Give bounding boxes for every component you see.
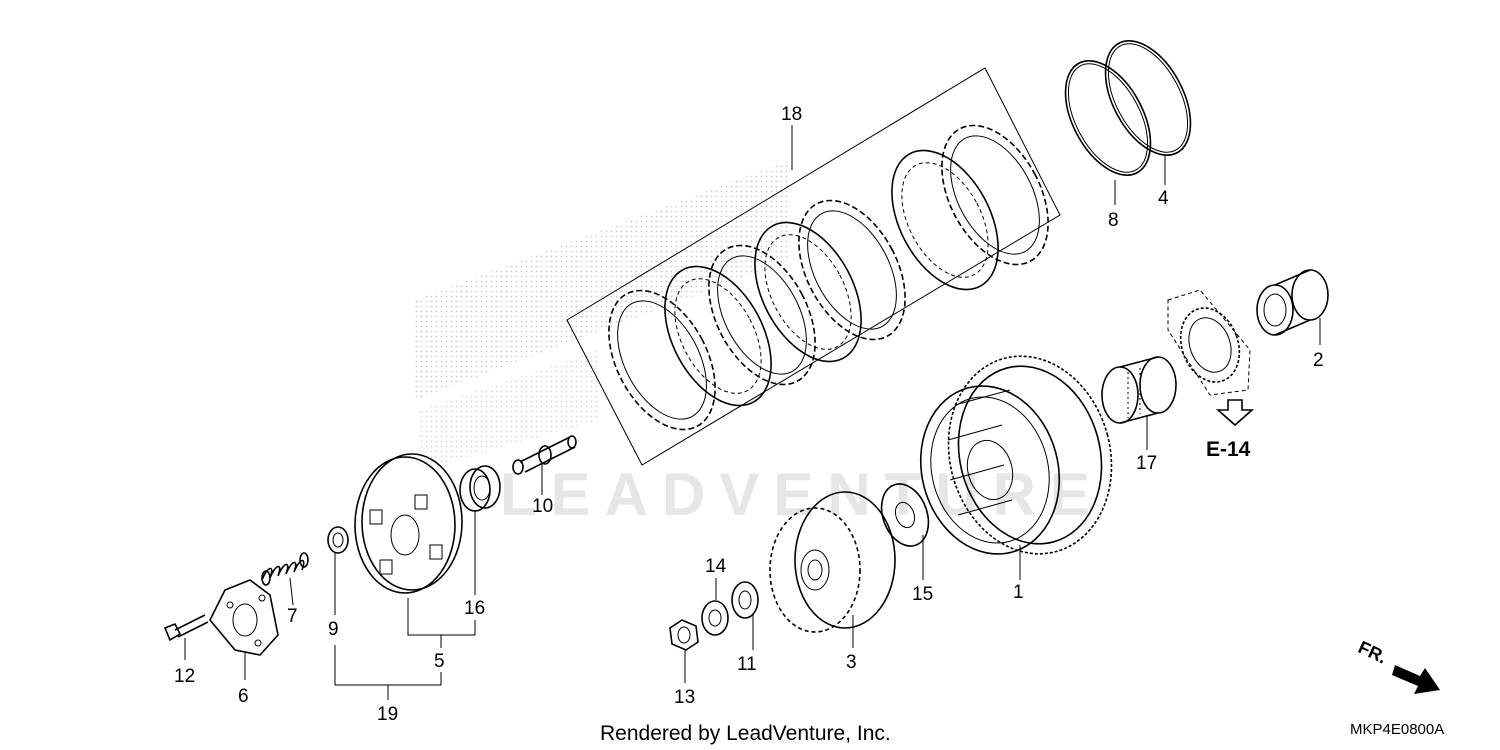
callout-16: 16	[464, 598, 485, 619]
wire-ring-8	[1064, 60, 1152, 176]
diagram-code: MKP4E0800A	[1350, 721, 1444, 738]
wire-ring-4	[1104, 40, 1192, 156]
callout-19: 19	[377, 704, 398, 725]
watermark-text: LEADVENTURE	[500, 461, 1104, 528]
callout-17: 17	[1136, 453, 1157, 474]
lock-nut-13	[669, 619, 699, 651]
collar-2	[1256, 269, 1329, 336]
callout-15: 15	[912, 584, 933, 605]
leader-lines	[184, 125, 1321, 700]
render-credit: Rendered by LeadVenture, Inc.	[600, 722, 891, 745]
callout-3: 3	[846, 652, 857, 673]
callout-labels: 1 2 3 4 5 6 7 8 9 10 11 12 13 14 15 16 1…	[174, 104, 1324, 725]
callout-10: 10	[532, 496, 553, 517]
front-direction-label: FR.	[1355, 637, 1390, 667]
callout-14: 14	[705, 556, 727, 577]
pressure-plate-5	[354, 453, 463, 594]
callout-1: 1	[1013, 582, 1024, 603]
front-direction-arrow: FR.	[1355, 637, 1440, 694]
callout-7: 7	[287, 606, 298, 627]
callout-2: 2	[1313, 350, 1324, 371]
callout-8: 8	[1108, 210, 1119, 231]
callout-11: 11	[737, 654, 757, 675]
clutch-spring-7	[261, 552, 309, 586]
clutch-outer-1	[919, 355, 1113, 555]
washer-11	[731, 581, 759, 619]
lifter-plate-6	[209, 579, 279, 656]
callout-4: 4	[1158, 188, 1169, 209]
set-plate-9	[327, 526, 349, 554]
callout-5: 5	[434, 651, 445, 672]
needle-bearing-17	[1101, 356, 1177, 424]
clutch-plate-group-frame	[566, 67, 1061, 466]
callout-18: 18	[781, 104, 802, 125]
callout-6: 6	[238, 686, 249, 707]
reference-label-e14: E-14	[1206, 438, 1251, 461]
thrust-washer-15	[880, 483, 930, 547]
callout-12: 12	[174, 666, 195, 687]
lifter-rod-10	[512, 435, 577, 475]
washer-14	[701, 600, 729, 636]
watermark-logo: LEADVENTURE	[415, 160, 1104, 528]
ball-bearing-16	[459, 465, 501, 512]
callout-13: 13	[674, 687, 695, 708]
flange-bolt-12	[163, 614, 209, 642]
clutch-center-3	[769, 491, 896, 633]
callout-9: 9	[328, 619, 339, 640]
reference-group-e14	[1167, 289, 1255, 427]
